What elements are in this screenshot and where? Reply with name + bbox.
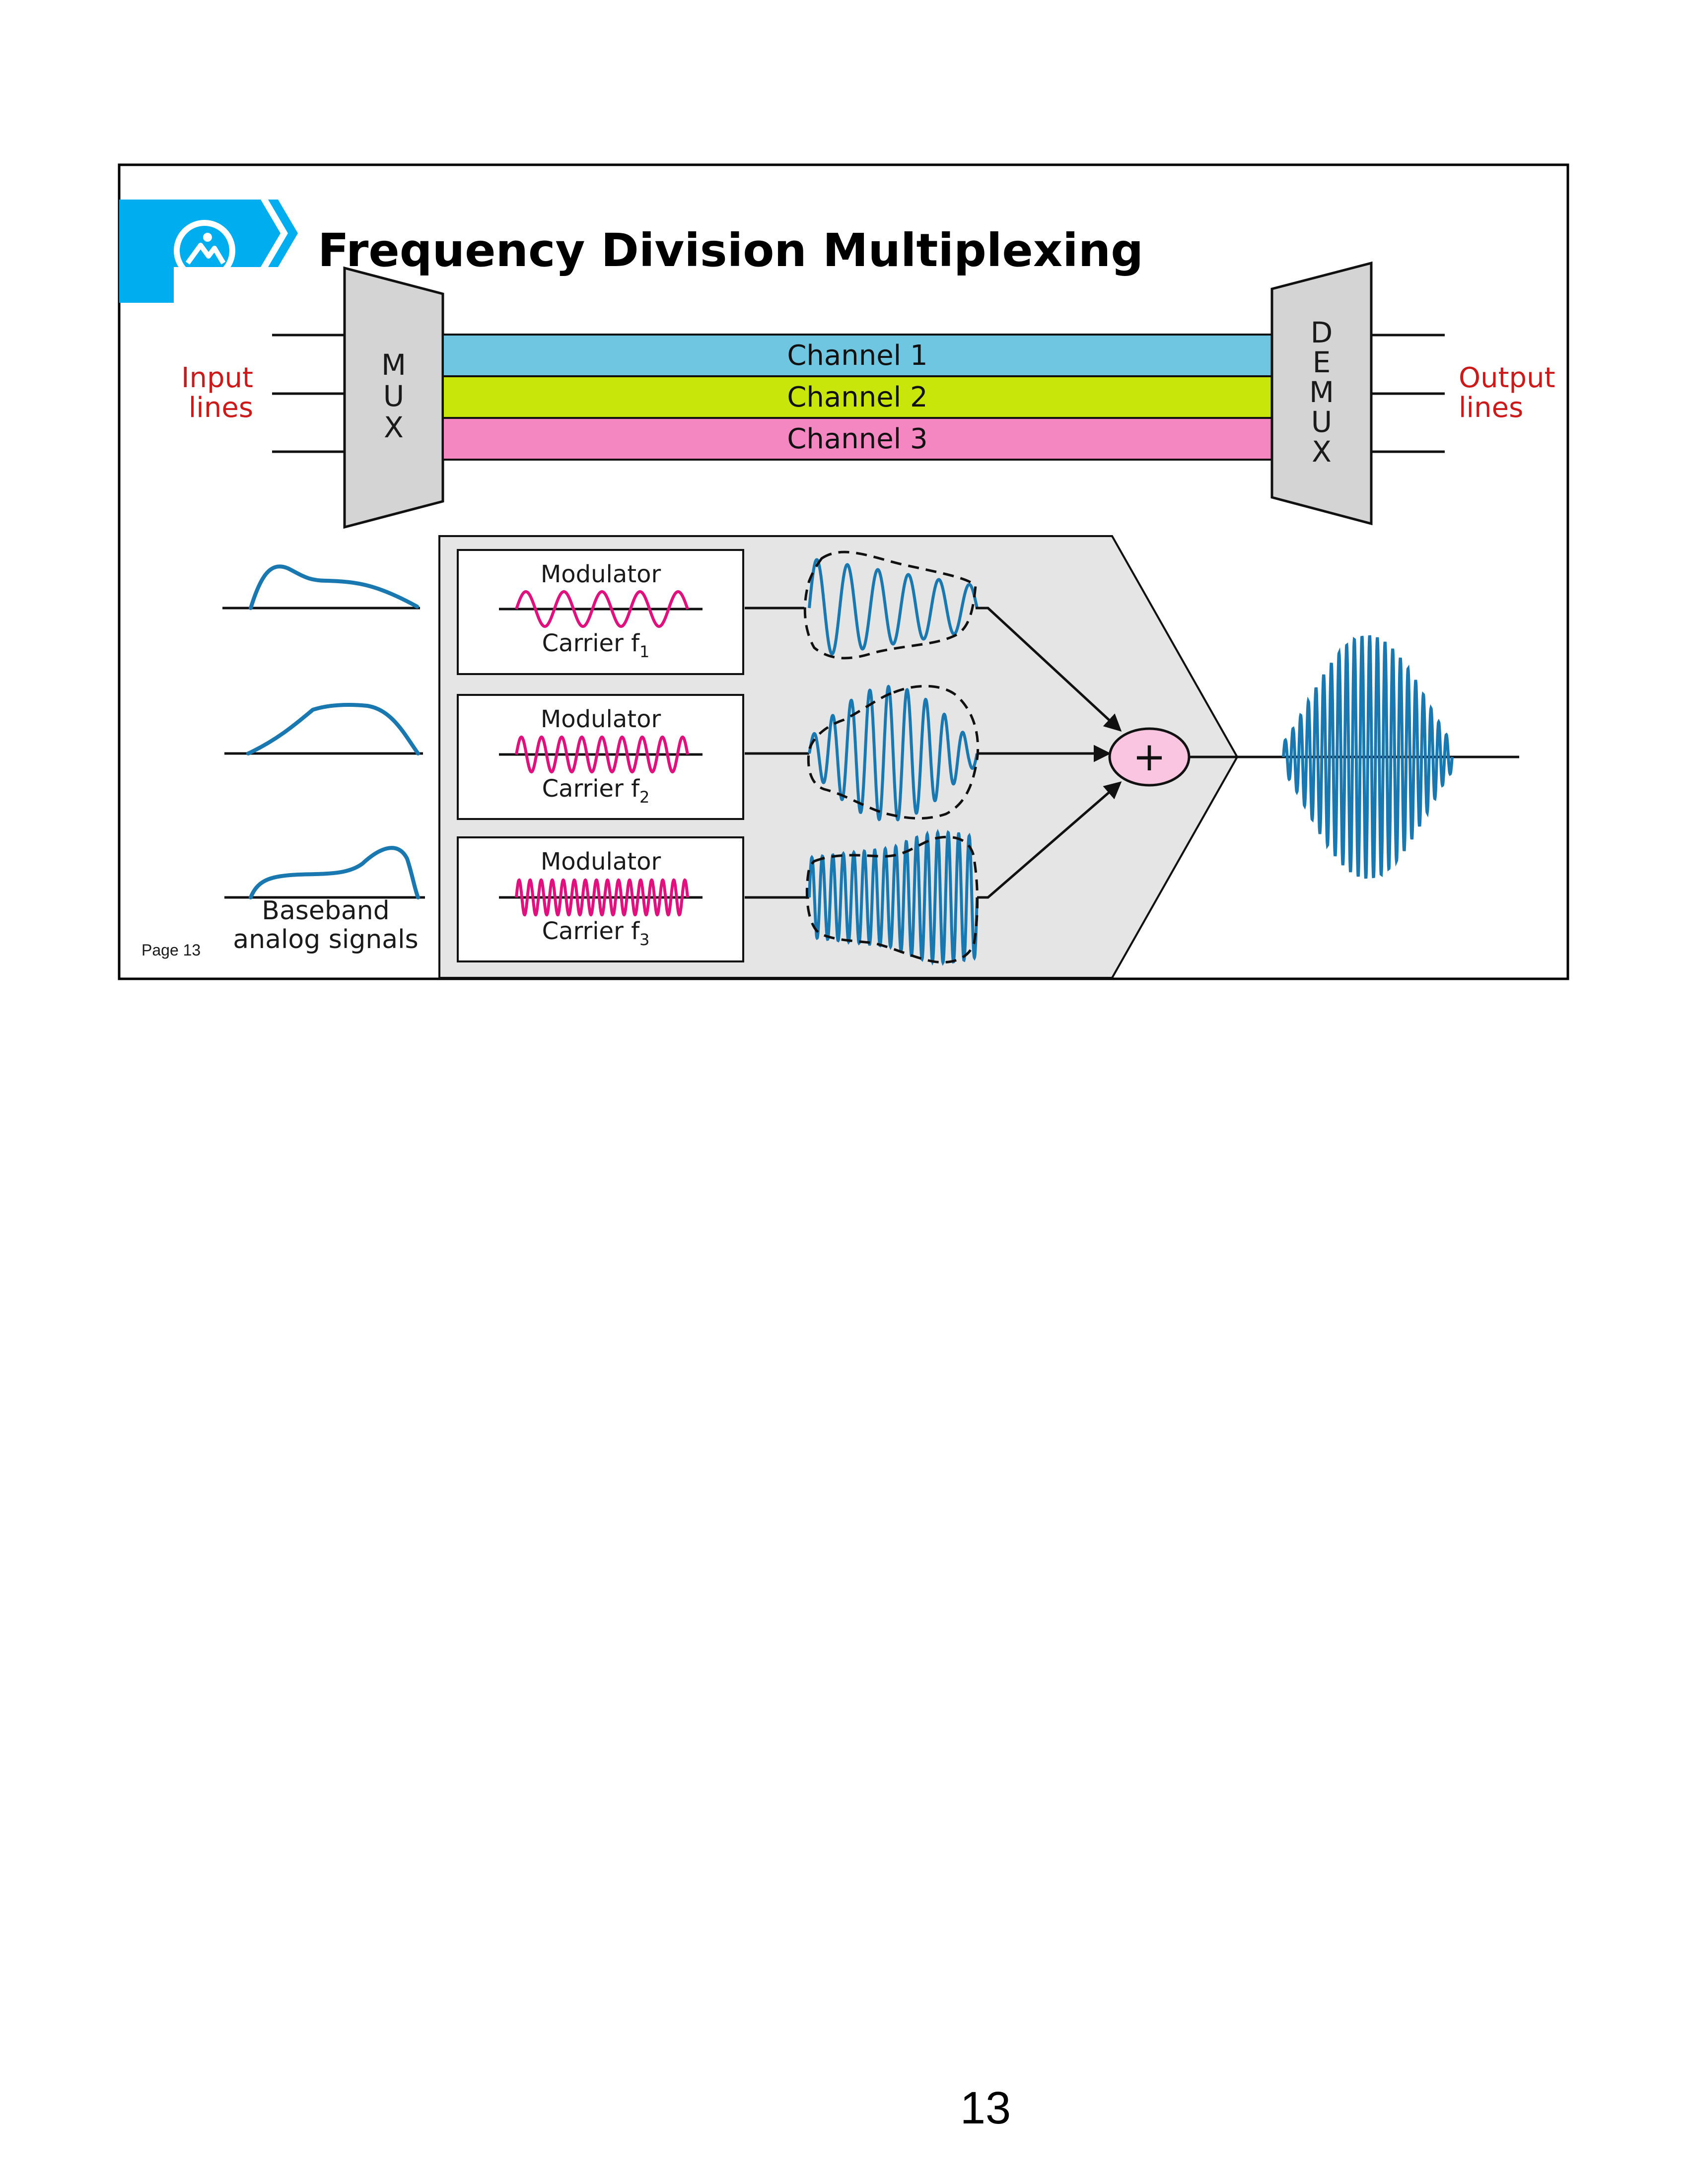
signal-connectors: [745, 607, 809, 899]
adder-arrows: [976, 607, 1122, 899]
demux-letter: X: [1312, 435, 1332, 469]
baseband-signal-3: [249, 846, 420, 899]
modulator-label: Modulator: [541, 560, 661, 588]
envelope-3: [805, 835, 979, 964]
channel-3-label: Channel 3: [787, 423, 927, 455]
demux-letter: D: [1311, 316, 1333, 349]
demux-letter: M: [1309, 375, 1334, 409]
mux-letter: X: [384, 410, 404, 444]
carrier-label: Carrier f2: [542, 775, 650, 807]
channel-1-label: Channel 1: [787, 340, 927, 372]
mux-block: [343, 266, 444, 529]
envelope-2: [807, 684, 980, 820]
demux-letter: U: [1311, 405, 1332, 439]
modulator-box: Modulator Carrier f1: [457, 549, 744, 675]
adder-circle: +: [1108, 727, 1191, 787]
input-label-line1: Input: [181, 362, 253, 394]
envelope-1: [803, 550, 977, 660]
slide-title: Frequency Division Multiplexing: [318, 224, 1143, 277]
input-label-line2: lines: [189, 392, 253, 424]
header-accent: [119, 200, 298, 303]
composite-signal: [1282, 635, 1454, 879]
baseband-signal-1: [249, 564, 419, 610]
baseband-signals: [222, 564, 425, 899]
output-lines: [1371, 334, 1445, 453]
baseband-label-line1: Baseband: [262, 896, 389, 926]
channel-band: [442, 334, 1273, 461]
carrier-2-wave: [515, 735, 689, 774]
demux-letter: E: [1313, 345, 1331, 379]
modulated-signal-3: [808, 829, 979, 966]
demux-block: [1270, 261, 1373, 526]
mux-letter: M: [381, 348, 406, 382]
image-icon: [174, 220, 235, 281]
page-number: 13: [960, 2083, 1011, 2133]
channel-2-label: Channel 2: [787, 381, 927, 413]
carrier-3-wave: [515, 878, 689, 917]
output-label-line2: lines: [1459, 392, 1523, 424]
modulated-signal-1: [808, 558, 979, 656]
baseband-signal-2: [246, 703, 420, 755]
modulator-label: Modulator: [541, 705, 661, 733]
carrier-label: Carrier f1: [542, 629, 650, 661]
carrier-1-wave: [515, 590, 689, 628]
carrier-label: Carrier f3: [542, 917, 650, 949]
modulator-label: Modulator: [541, 848, 661, 876]
mux-letter: U: [383, 379, 404, 413]
modulated-signal-2: [808, 684, 979, 822]
modulator-box: Modulator Carrier f3: [457, 836, 744, 962]
channel-1-band: [442, 334, 1273, 377]
output-label-line1: Output: [1459, 362, 1555, 394]
modulator-box: Modulator Carrier f2: [457, 694, 744, 820]
baseband-label-line2: analog signals: [233, 925, 418, 955]
input-lines: [272, 334, 345, 453]
channel-3-band: [442, 417, 1273, 461]
page-label: Page 13: [141, 941, 201, 959]
adder-symbol: +: [1132, 734, 1166, 780]
